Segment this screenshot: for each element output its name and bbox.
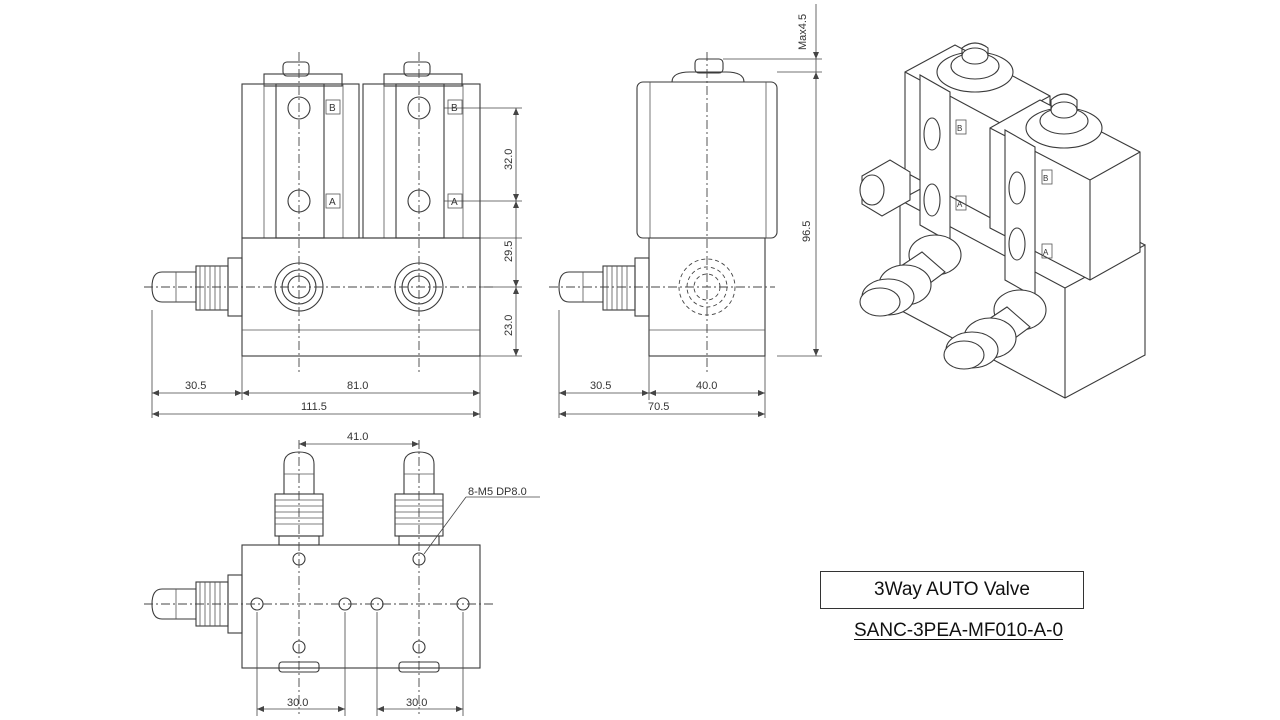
dim-side-fitting-offset: 30.5 (590, 380, 611, 392)
dim-body-depth: 40.0 (696, 380, 717, 392)
front-view: B A B A (144, 52, 522, 418)
title-box: 3Way AUTO Valve (820, 571, 1084, 609)
port-label-b-right: B (451, 103, 458, 114)
port-label-a-left: A (329, 197, 336, 208)
dim-base-height: 23.0 (503, 315, 515, 336)
iso-port-label-a-front: A (1043, 248, 1049, 257)
drawing-title: 3Way AUTO Valve (874, 579, 1030, 600)
dim-hole-spacing-right: 30.0 (406, 697, 427, 709)
isometric-view: B A B A (859, 42, 1146, 399)
part-number: SANC-3PEA-MF010-A-0 (854, 620, 1064, 641)
dim-max-stroke: Max4.5 (797, 14, 809, 50)
dim-hole-spacing-left: 30.0 (287, 697, 308, 709)
dim-coil-lower: 29.5 (503, 241, 515, 262)
dim-body-width: 81.0 (347, 380, 368, 392)
port-label-b-left: B (329, 103, 336, 114)
dim-overall-height: 96.5 (801, 221, 813, 242)
dim-fitting-spacing: 41.0 (347, 431, 368, 443)
dim-port-spacing: 32.0 (503, 149, 515, 170)
iso-port-label-b-rear: B (957, 124, 962, 133)
bottom-view: 41.0 8-M5 DP8.0 30.0 30.0 (144, 431, 540, 716)
iso-port-label-b-front: B (1043, 174, 1048, 183)
dim-fitting-offset: 30.5 (185, 380, 206, 392)
dim-overall-depth: 70.5 (648, 401, 669, 413)
dim-overall-width: 111.5 (301, 401, 327, 413)
iso-port-label-a-rear: A (957, 200, 963, 209)
port-label-a-right: A (451, 197, 458, 208)
side-view: Max4.5 96.5 30.5 40.0 70.5 (549, 4, 822, 418)
hole-note: 8-M5 DP8.0 (468, 486, 527, 498)
